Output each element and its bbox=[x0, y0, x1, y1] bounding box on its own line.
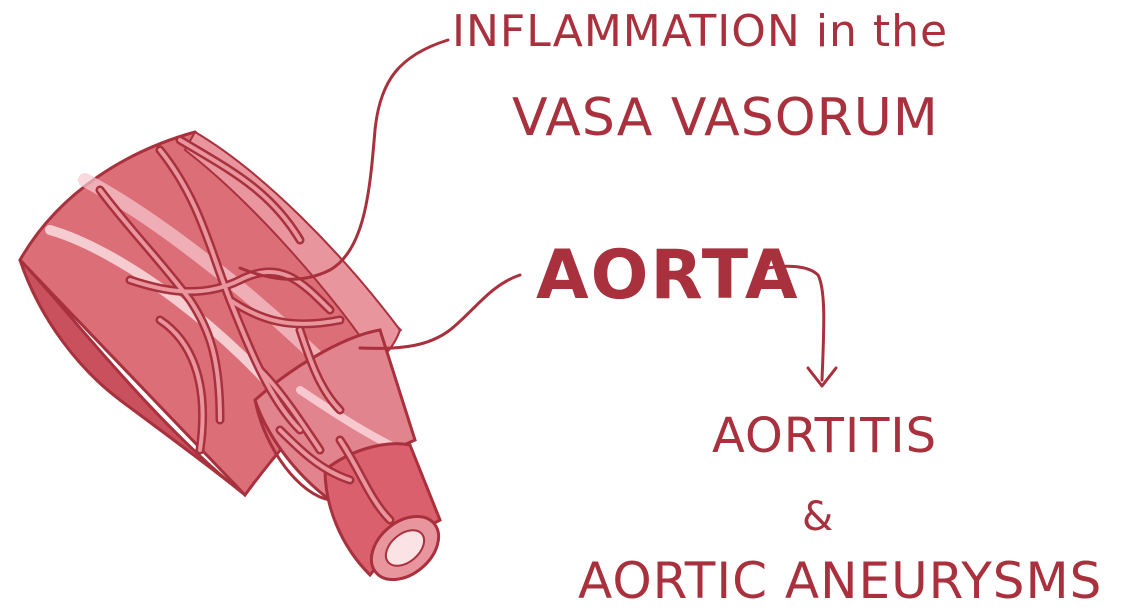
ampersand-label: & bbox=[802, 494, 834, 540]
inflammation-label: INFLAMMATION in the bbox=[452, 6, 948, 57]
aorta-label: AORTA bbox=[536, 236, 799, 315]
aortic-aneurysms-label: AORTIC ANEURYSMS bbox=[578, 552, 1102, 610]
aortitis-label: AORTITIS bbox=[712, 408, 937, 464]
vasa-vasorum-label: VASA VASORUM bbox=[512, 88, 939, 148]
